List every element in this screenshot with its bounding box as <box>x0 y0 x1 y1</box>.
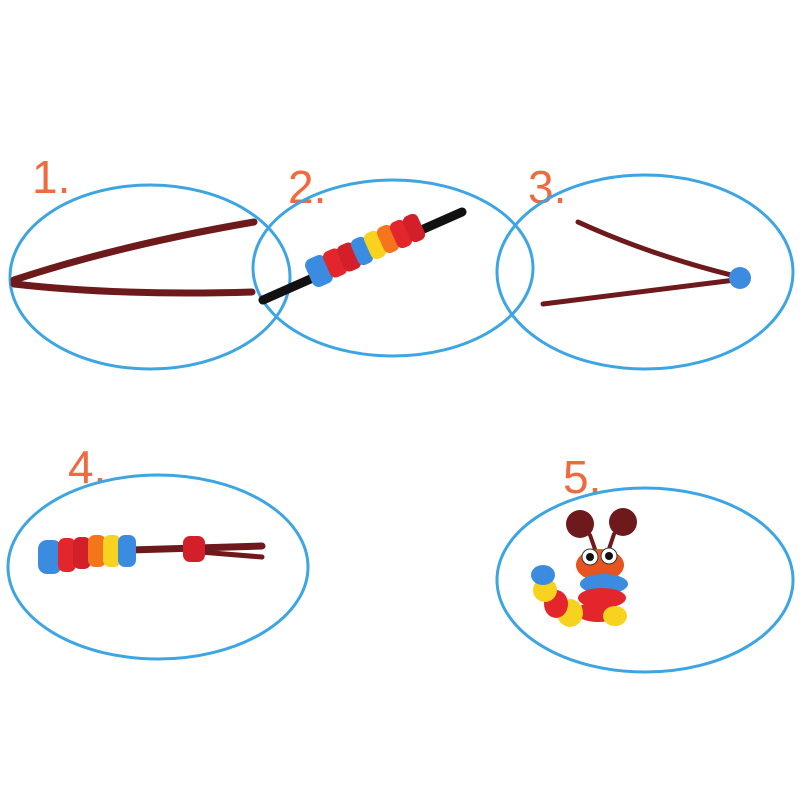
two-stems-icon <box>10 218 258 297</box>
finished-caterpillar-icon <box>531 508 637 627</box>
stem-with-bead-icon <box>540 219 751 307</box>
step-3-ring <box>495 173 795 371</box>
step-2-ring <box>251 178 535 358</box>
step-4-ring <box>6 473 310 661</box>
beads-on-pencil-icon <box>258 207 467 305</box>
caterpillar-body-icon <box>38 535 266 574</box>
step-1-number: 1. <box>32 151 70 203</box>
step-3: 3. <box>495 161 795 371</box>
step-3-number: 3. <box>528 161 566 213</box>
step-5-ring <box>495 486 795 674</box>
step-5: 5. <box>495 451 795 674</box>
step-1: 1. <box>8 151 292 371</box>
step-1-ring <box>8 183 292 371</box>
step-2: 2. <box>251 161 535 358</box>
step-4: 4. <box>6 441 310 661</box>
